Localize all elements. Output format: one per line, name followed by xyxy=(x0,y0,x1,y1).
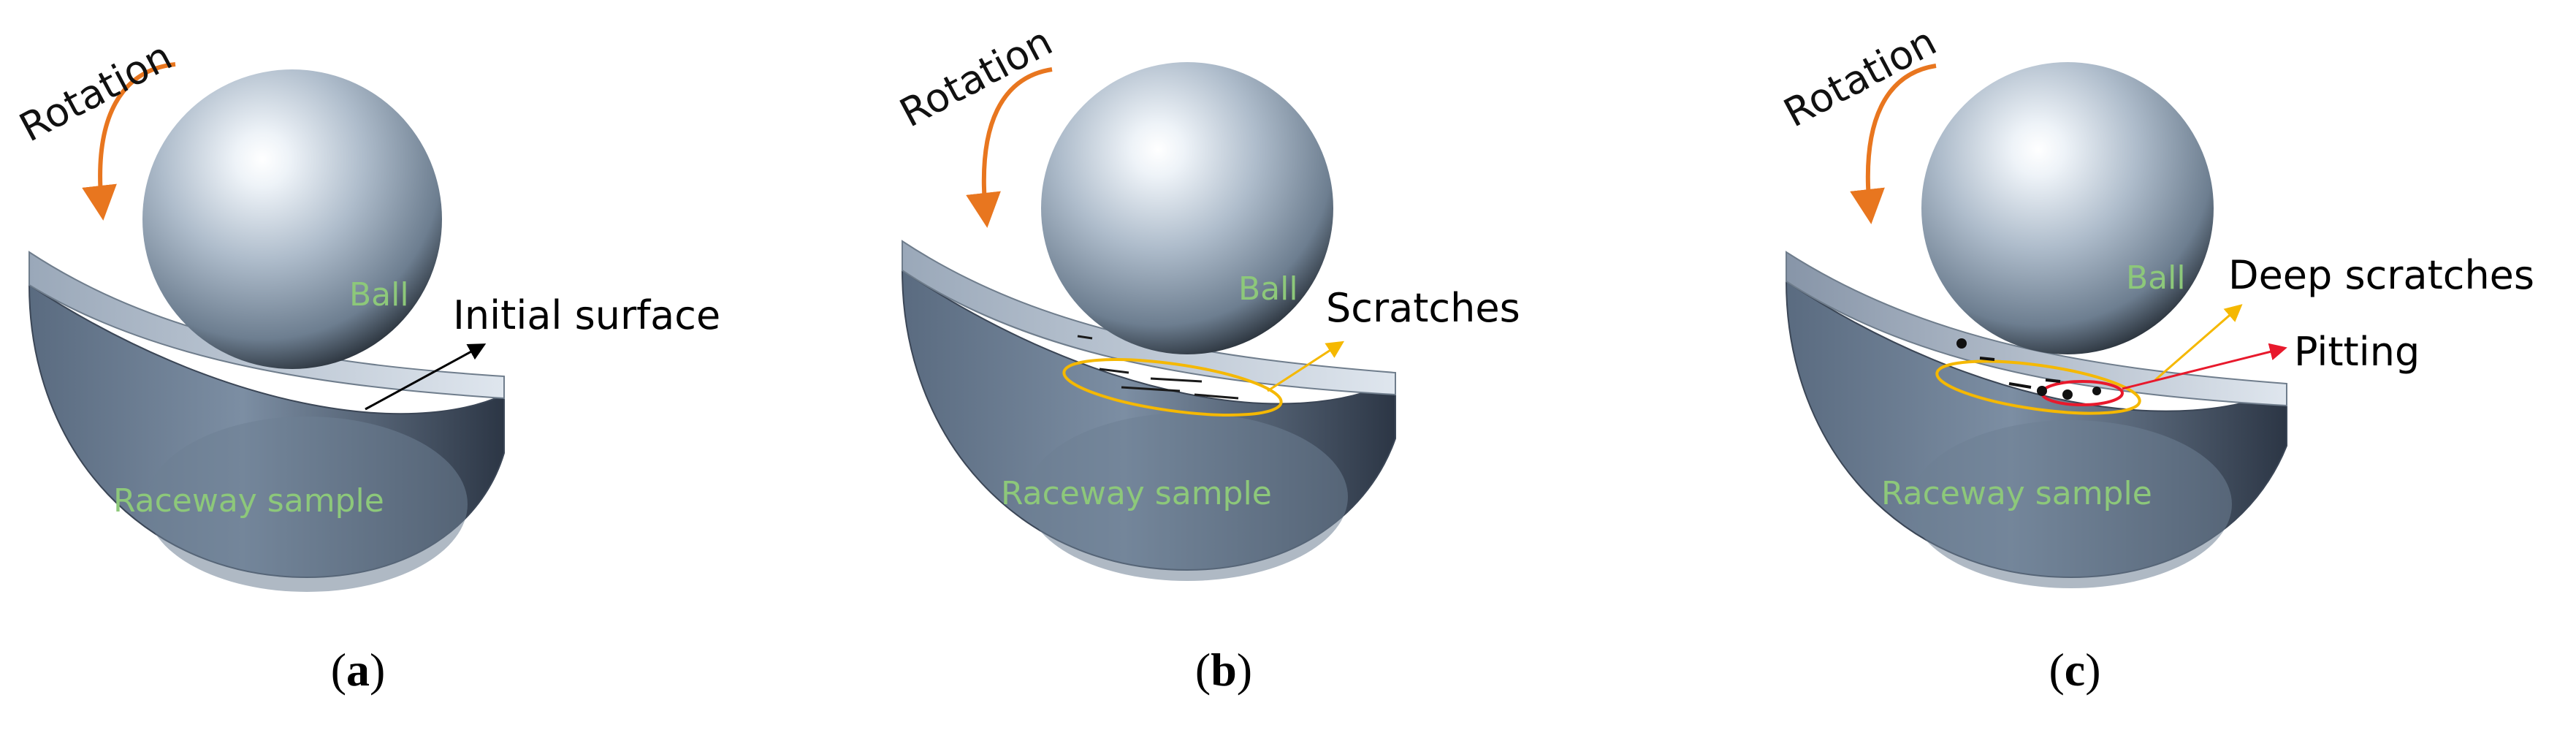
panel-b-illustration: Rotation Ball Raceway sample Scratches xyxy=(893,18,1520,581)
callout-line-deep-scratches xyxy=(2154,304,2243,381)
raceway-surface xyxy=(28,251,505,400)
callout-scratches: Scratches xyxy=(1326,285,1520,331)
caption-c: (c) xyxy=(2002,643,2148,697)
caption-letter: c xyxy=(2064,644,2086,696)
raceway-surface xyxy=(1786,251,2287,407)
rotation-label: Rotation xyxy=(12,33,180,151)
callout-initial-surface: Initial surface xyxy=(453,292,720,338)
pitting-marks xyxy=(1956,338,2101,400)
caption-a: (a) xyxy=(285,643,431,697)
ball-label: Ball xyxy=(1238,270,1298,308)
panel-c-illustration: Rotation Ball Raceway sample Deep scratc… xyxy=(1777,18,2534,588)
rotation-arrow xyxy=(966,67,1053,228)
rotation-arrow xyxy=(1850,64,1937,224)
ball-sphere xyxy=(1921,62,2214,354)
scratch-zone-outline xyxy=(1062,358,1283,417)
ball-label: Ball xyxy=(349,276,409,313)
callout-line xyxy=(365,343,487,411)
caption-open: ( xyxy=(1194,644,1211,696)
callout-line xyxy=(1267,341,1345,392)
deep-scratch-zone-outline xyxy=(1935,360,2141,415)
ball-sphere xyxy=(1041,62,1333,354)
caption-open: ( xyxy=(330,644,346,696)
callout-pitting: Pitting xyxy=(2294,329,2420,375)
sample-label: Raceway sample xyxy=(1001,475,1272,512)
caption-letter: a xyxy=(346,644,370,696)
caption-b: (b) xyxy=(1151,643,1297,697)
panel-a-illustration: Rotation Ball Raceway sample Initial sur… xyxy=(12,33,720,592)
panel-c: Rotation Ball Raceway sample Deep scratc… xyxy=(1717,0,2575,749)
sample-label: Raceway sample xyxy=(1881,475,2152,512)
rotation-arrow xyxy=(82,62,176,221)
ball-sphere xyxy=(142,69,442,369)
ball-label: Ball xyxy=(2126,259,2186,297)
rotation-label: Rotation xyxy=(893,18,1060,137)
caption-close: ) xyxy=(2085,644,2101,696)
caption-close: ) xyxy=(370,644,386,696)
raceway-inner-shadow xyxy=(1910,420,2232,588)
caption-open: ( xyxy=(2049,644,2065,696)
scratch-marks xyxy=(1077,335,1239,400)
sample-label: Raceway sample xyxy=(113,482,384,520)
caption-close: ) xyxy=(1236,644,1253,696)
raceway-inner-shadow xyxy=(146,417,468,592)
panel-a: Rotation Ball Raceway sample Initial sur… xyxy=(0,0,858,749)
callout-line-pitting xyxy=(2122,343,2287,390)
rotation-label: Rotation xyxy=(1777,18,1944,137)
panel-b: Rotation Ball Raceway sample Scratches (… xyxy=(858,0,1717,749)
deep-scratch-marks xyxy=(1979,357,2061,389)
raceway-inner-shadow xyxy=(1026,413,1348,581)
caption-letter: b xyxy=(1211,644,1237,696)
raceway-surface xyxy=(902,240,1396,396)
callout-deep-scratches: Deep scratches xyxy=(2228,252,2534,298)
